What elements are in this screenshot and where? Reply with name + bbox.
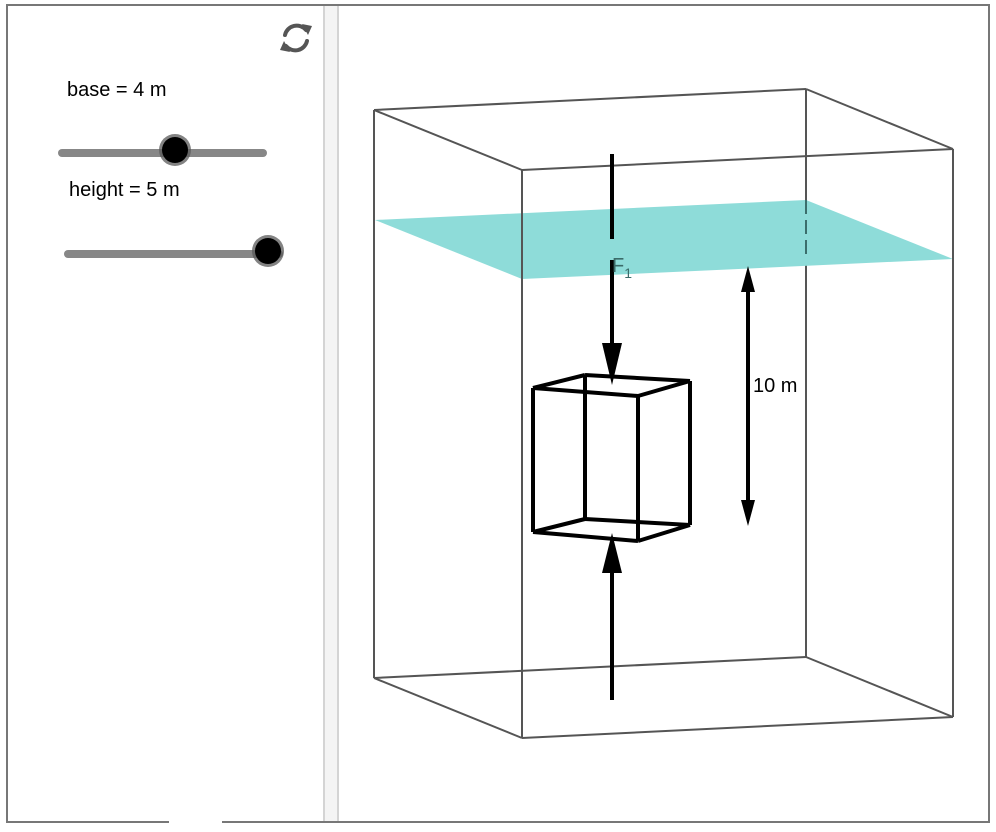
depth-label: 10 m (753, 375, 797, 397)
graphics-3d-view[interactable]: F1 10 m (339, 6, 988, 821)
base-slider-label: base = 4 m (67, 79, 167, 101)
box-edge (532, 530, 639, 543)
container-edge (373, 677, 523, 739)
container-edge (805, 656, 954, 718)
container-edge (373, 88, 807, 111)
base-slider[interactable] (58, 137, 267, 165)
box-edge (637, 379, 691, 398)
container-edge (373, 656, 807, 679)
depth-dimension-arrow (741, 266, 755, 526)
refresh-icon[interactable] (276, 18, 316, 58)
arrow-head (602, 533, 622, 573)
water-surface-plane (375, 200, 953, 279)
container-edge (521, 716, 954, 739)
box-edge (584, 373, 691, 383)
base-slider-thumb[interactable] (162, 137, 189, 163)
height-slider[interactable] (64, 238, 283, 266)
container-back-edges (373, 88, 954, 739)
container-edge (521, 148, 954, 171)
submerged-box[interactable] (531, 373, 692, 543)
box-edge (584, 517, 691, 527)
panel-divider[interactable] (323, 6, 339, 821)
box-edge (532, 373, 586, 390)
container-edge (373, 109, 523, 171)
arrow-head (602, 343, 622, 385)
algebra-panel (8, 6, 323, 821)
force-arrow-up[interactable] (602, 533, 622, 700)
force-arrow-down[interactable] (602, 154, 622, 385)
box-edge (532, 517, 586, 534)
applet-frame (6, 4, 990, 823)
force-label: F1 (612, 255, 632, 281)
force-label-main: F (612, 255, 624, 277)
height-slider-track[interactable] (64, 250, 283, 258)
container-edge (805, 88, 954, 150)
height-slider-thumb[interactable] (254, 238, 281, 264)
box-edge (637, 523, 691, 543)
height-slider-label: height = 5 m (69, 179, 180, 201)
dimension-head-bottom (741, 500, 755, 526)
frame-border-bottom-right (222, 821, 990, 823)
container-front-edges (521, 148, 954, 739)
force-label-subscript: 1 (624, 265, 632, 281)
frame-border-bottom-left (6, 821, 169, 823)
dimension-head-top (741, 266, 755, 292)
